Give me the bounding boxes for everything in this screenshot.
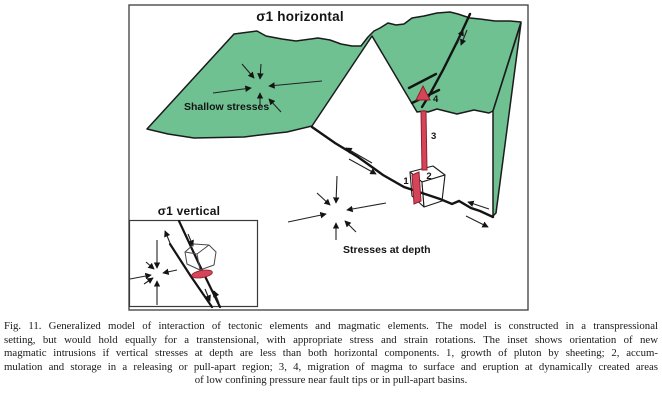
magma-sheet [411, 171, 422, 205]
depth-stresses-label: Stresses at depth [343, 244, 431, 256]
figure-frame [128, 4, 529, 311]
depth-stress-arrows [287, 175, 387, 240]
inset-fault-b [168, 242, 214, 309]
label-2: 2 [426, 171, 431, 182]
caption-line-last: of low confining pressure near fault tip… [194, 374, 468, 386]
volcano-triangle [415, 84, 431, 101]
magma-dike [420, 110, 428, 171]
inset-frame [128, 219, 259, 308]
shallow-stress-arrows [212, 63, 323, 113]
inset-stress-arrows [129, 240, 178, 305]
deep-fault-line [310, 125, 495, 219]
tectonic-model-figure: σ1 horizontal [128, 4, 529, 311]
inset-slip-arrows [164, 230, 220, 304]
terrain-side-face [492, 22, 522, 217]
panel-title: σ1 horizontal [256, 9, 344, 24]
shallow-stresses-label: Shallow stresses [184, 101, 269, 113]
caption-line: magmatic intrusions if vertical stresses… [4, 347, 658, 359]
inset-panel: σ1 vertical [128, 204, 259, 309]
deep-fault-slip-arrows-lower [465, 200, 490, 228]
caption-line: setting, but would hold equally for a tr… [4, 333, 658, 346]
surface-fault-slip-arrows [456, 29, 468, 46]
inset-sill-ellipse [191, 269, 213, 279]
inset-pluton-prism [184, 243, 217, 271]
deep-fault-slip-arrows-upper [345, 147, 377, 175]
terrain-surface [146, 11, 522, 139]
caption-line: Fig. 11. Generalized model of interactio… [4, 320, 658, 332]
caption-line: mulation and storage in a releasing or p… [4, 360, 658, 373]
label-3: 3 [431, 131, 436, 142]
figure-caption: Fig. 11. Generalized model of interactio… [4, 320, 658, 388]
label-1: 1 [403, 176, 409, 187]
label-4: 4 [433, 94, 439, 105]
inset-title: σ1 vertical [158, 204, 220, 218]
